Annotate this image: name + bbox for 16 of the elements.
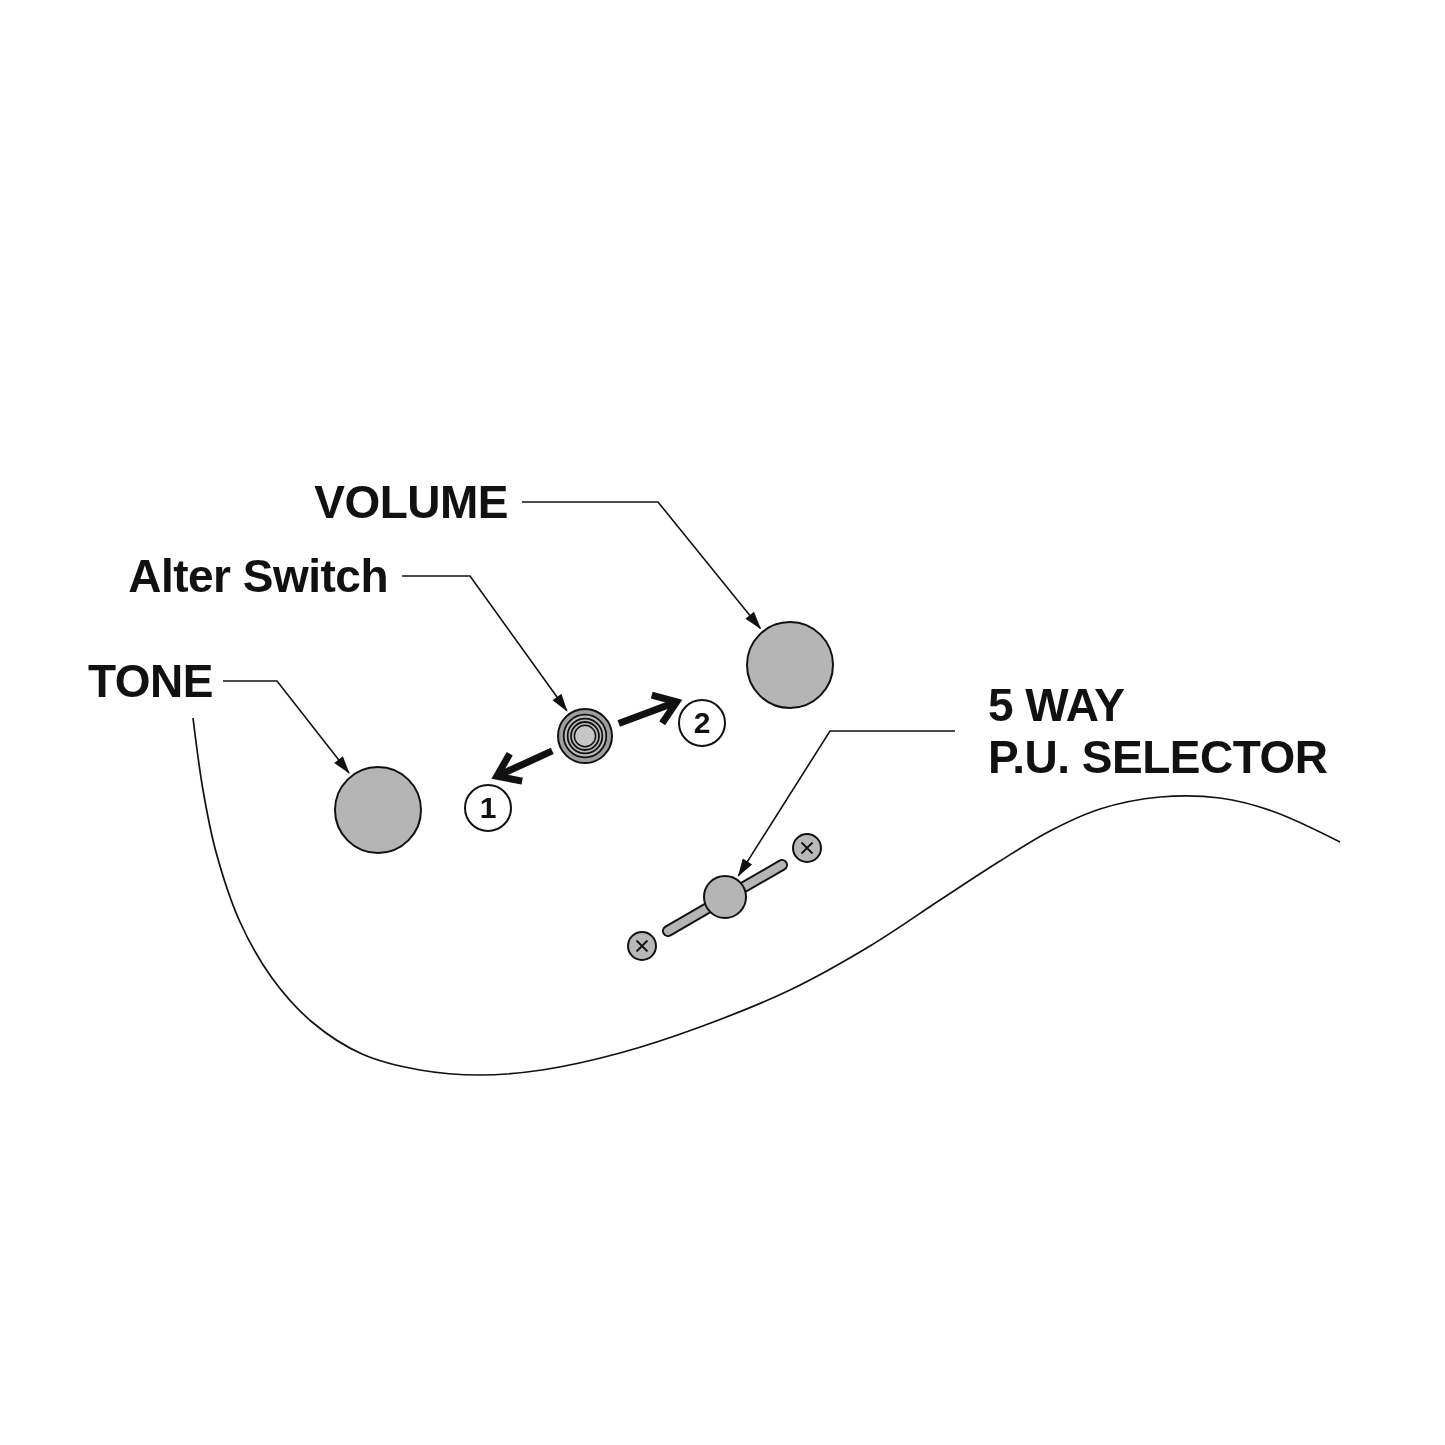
callout-number: 1 <box>464 784 512 832</box>
control-knob <box>334 766 422 854</box>
control-knob <box>746 621 834 709</box>
leader-line <box>401 575 568 712</box>
leader-line <box>737 730 956 877</box>
part-label: Alter Switch <box>128 550 388 602</box>
leader-line <box>222 680 350 774</box>
part-label: VOLUME <box>314 476 508 528</box>
part-label: 5 WAY P.U. SELECTOR <box>988 679 1328 783</box>
arrow <box>617 691 681 727</box>
callout-number: 2 <box>678 699 726 747</box>
arrow <box>493 747 554 785</box>
selector-knob <box>703 875 747 919</box>
toggle-switch <box>557 708 613 764</box>
leader-line <box>521 501 762 630</box>
part-label: TONE <box>88 655 213 707</box>
